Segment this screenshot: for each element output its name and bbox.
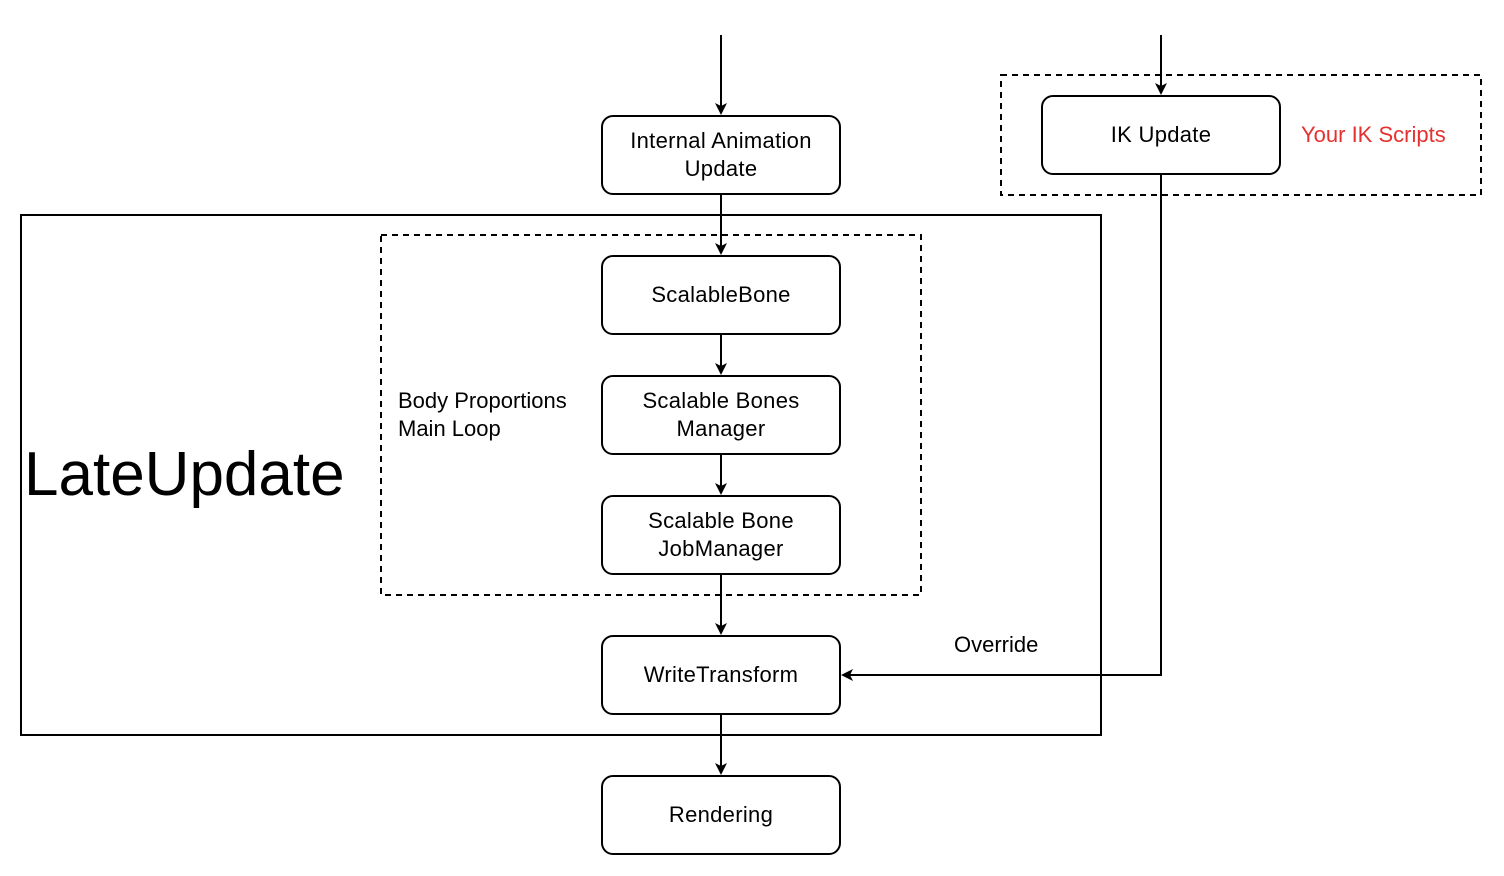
internal-animation-update-node: Internal Animation Update xyxy=(601,115,841,195)
late-update-container xyxy=(20,214,1102,736)
body-proportions-label: Body Proportions Main Loop xyxy=(398,388,567,441)
scalable-bones-manager-node: Scalable Bones Manager xyxy=(601,375,841,455)
scalable-bone-node: ScalableBone xyxy=(601,255,841,335)
write-transform-node: WriteTransform xyxy=(601,635,841,715)
late-update-label: LateUpdate xyxy=(24,440,345,509)
edge-ik-update-override-write-transform xyxy=(841,175,1162,681)
body-proportions-container xyxy=(380,234,922,596)
ik-update-node: IK Update xyxy=(1041,95,1281,175)
ik-scripts-container xyxy=(1000,74,1482,196)
override-edge-label: Override xyxy=(954,632,1039,657)
scalable-bone-job-manager-node: Scalable Bone JobManager xyxy=(601,495,841,575)
ik-scripts-label: Your IK Scripts xyxy=(1301,122,1446,147)
rendering-node: Rendering xyxy=(601,775,841,855)
